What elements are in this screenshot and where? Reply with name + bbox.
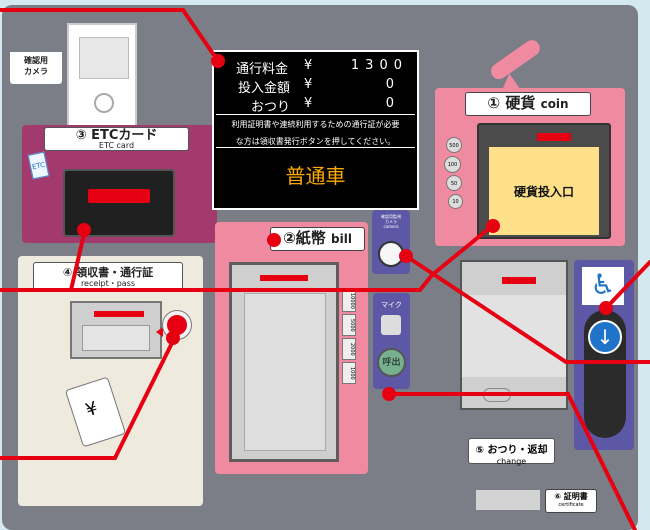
change-currency: ¥ xyxy=(304,96,313,111)
coin-tray[interactable]: 硬貨投入口 xyxy=(489,147,599,235)
fare-currency: ¥ xyxy=(304,58,313,73)
receipt-subtitle: receipt・pass xyxy=(80,279,136,288)
bill-title-en: bill xyxy=(331,232,352,246)
coin-slot-opening[interactable] xyxy=(537,133,571,141)
screen-notice: 利用証明書や連続利用するための通行証が必要 な方は領収書発行ボタンを押してくださ… xyxy=(216,114,415,148)
etc-subtitle: ETC card xyxy=(98,141,135,150)
receipt-button-arrow-icon xyxy=(156,327,163,337)
change-indicator-icon xyxy=(483,388,511,402)
etc-card-slot[interactable] xyxy=(63,169,175,237)
call-button[interactable]: 呼出 xyxy=(377,348,406,377)
receipt-slot[interactable] xyxy=(94,311,144,317)
etc-card-icon: ETC xyxy=(27,151,50,180)
certificate-label-box: ⑥ 証明書 certificate xyxy=(545,489,597,513)
inserted-value: 0 xyxy=(385,77,394,92)
etc-slot-opening[interactable] xyxy=(88,189,150,203)
coin-title-en: coin xyxy=(540,97,569,111)
change-subtitle: change xyxy=(496,457,527,466)
monitor-camera-label-line3: camera xyxy=(383,224,399,229)
receipt-dispenser[interactable] xyxy=(70,301,162,359)
receipt-yen-symbol: ¥ xyxy=(83,397,101,422)
certificate-dispenser[interactable] xyxy=(476,490,540,510)
camera-lens-icon xyxy=(94,93,114,113)
etc-card-section: ③ ETCカード ETC card ETC xyxy=(22,125,217,243)
coin-title: ① 硬貨 xyxy=(487,94,536,112)
monitor-camera-label-line1: 確認用監視 xyxy=(381,214,401,219)
receipt-title: ④ 領収書・通行証 xyxy=(62,266,154,279)
coin-500-icon: 500 xyxy=(446,137,462,153)
change-return-unit[interactable] xyxy=(460,260,568,410)
monitor-camera-lens-icon xyxy=(378,241,404,267)
receipt-section: ④ 領収書・通行証 receipt・pass ¥ xyxy=(18,256,203,506)
inserted-label: 投入金額 xyxy=(238,81,291,96)
bill-slot-opening[interactable] xyxy=(260,275,308,281)
bill-title: ②紙幣 xyxy=(283,229,326,247)
down-arrow-icon: ↓ xyxy=(588,320,622,354)
change-label: おつり xyxy=(251,100,291,115)
coin-denomination-list: 500 100 50 10 xyxy=(442,135,468,215)
receipt-ticket-icon: ¥ xyxy=(64,376,127,448)
camera-label-line1: 確認用 xyxy=(10,52,62,65)
change-label-box: ⑤ おつり・返却 change xyxy=(468,438,555,466)
wheelchair-icon: ♿ xyxy=(582,267,624,305)
accessible-panel: ♿ ↓ xyxy=(574,260,634,450)
certificate-subtitle: certificate xyxy=(558,502,584,508)
bill-tray[interactable] xyxy=(244,293,326,451)
monitor-camera-panel: 確認用監視 カメラ camera xyxy=(372,210,410,274)
change-title: ⑤ おつり・返却 xyxy=(475,445,548,456)
camera-window xyxy=(79,37,129,79)
bill-section: ②紙幣 bill 10000 5000 2000 1000 xyxy=(215,222,368,474)
fare-value: 1300 xyxy=(350,58,408,73)
accessible-slot[interactable]: ↓ xyxy=(584,310,626,438)
change-value: 0 xyxy=(385,96,394,111)
microphone-icon xyxy=(381,315,401,335)
coin-slot-label: 硬貨投入口 xyxy=(513,185,574,199)
coin-insert-unit[interactable]: 硬貨投入口 xyxy=(477,123,611,239)
vehicle-class: 普通車 xyxy=(285,164,346,188)
monitor-camera-label-line2: カメラ xyxy=(385,219,397,224)
etc-label-box: ③ ETCカード ETC card xyxy=(44,127,189,151)
verification-camera xyxy=(67,23,137,128)
bill-1000-icon: 1000 xyxy=(342,362,356,384)
coin-50-icon: 50 xyxy=(446,175,462,191)
bill-10000-icon: 10000 xyxy=(342,290,356,312)
camera-label-line2: カメラ xyxy=(10,65,62,76)
coin-section: ① 硬貨 coin 硬貨投入口 500 100 50 10 xyxy=(435,88,625,246)
bill-insert-unit[interactable] xyxy=(229,262,339,462)
certificate-title: ⑥ 証明書 xyxy=(554,492,588,501)
microphone-label: マイク xyxy=(381,301,402,309)
inserted-currency: ¥ xyxy=(304,77,313,92)
bill-title-box: ②紙幣 bill xyxy=(270,227,365,251)
bill-denomination-list: 10000 5000 2000 1000 xyxy=(342,290,356,386)
bill-5000-icon: 5000 xyxy=(342,314,356,336)
coin-title-box: ① 硬貨 coin xyxy=(465,92,591,116)
monitor-camera-label: 確認用監視 カメラ camera xyxy=(375,214,407,236)
bill-2000-icon: 2000 xyxy=(342,338,356,360)
receipt-issue-button[interactable] xyxy=(163,311,191,339)
intercom-panel: マイク 呼出 xyxy=(373,293,410,389)
receipt-window[interactable] xyxy=(82,325,150,351)
etc-title: ③ ETCカード xyxy=(75,128,158,143)
fare-row: 通行料金 xyxy=(236,58,288,77)
notice-line1: 利用証明書や連続利用するための通行証が必要 xyxy=(231,120,400,129)
fare-label: 通行料金 xyxy=(236,62,289,77)
receipt-label-box: ④ 領収書・通行証 receipt・pass xyxy=(33,262,183,292)
change-slot[interactable] xyxy=(502,277,536,284)
coin-100-icon: 100 xyxy=(444,156,461,173)
camera-label: 確認用 カメラ xyxy=(10,52,62,84)
display-screen: 通行料金 ¥ 1300 投入金額 ¥ 0 おつり ¥ 0 利用証明書や連続利用す… xyxy=(212,50,419,210)
notice-line2: な方は領収書発行ボタンを押してください。 xyxy=(235,137,396,146)
coin-10-icon: 10 xyxy=(448,194,463,209)
change-tray[interactable] xyxy=(462,295,566,377)
